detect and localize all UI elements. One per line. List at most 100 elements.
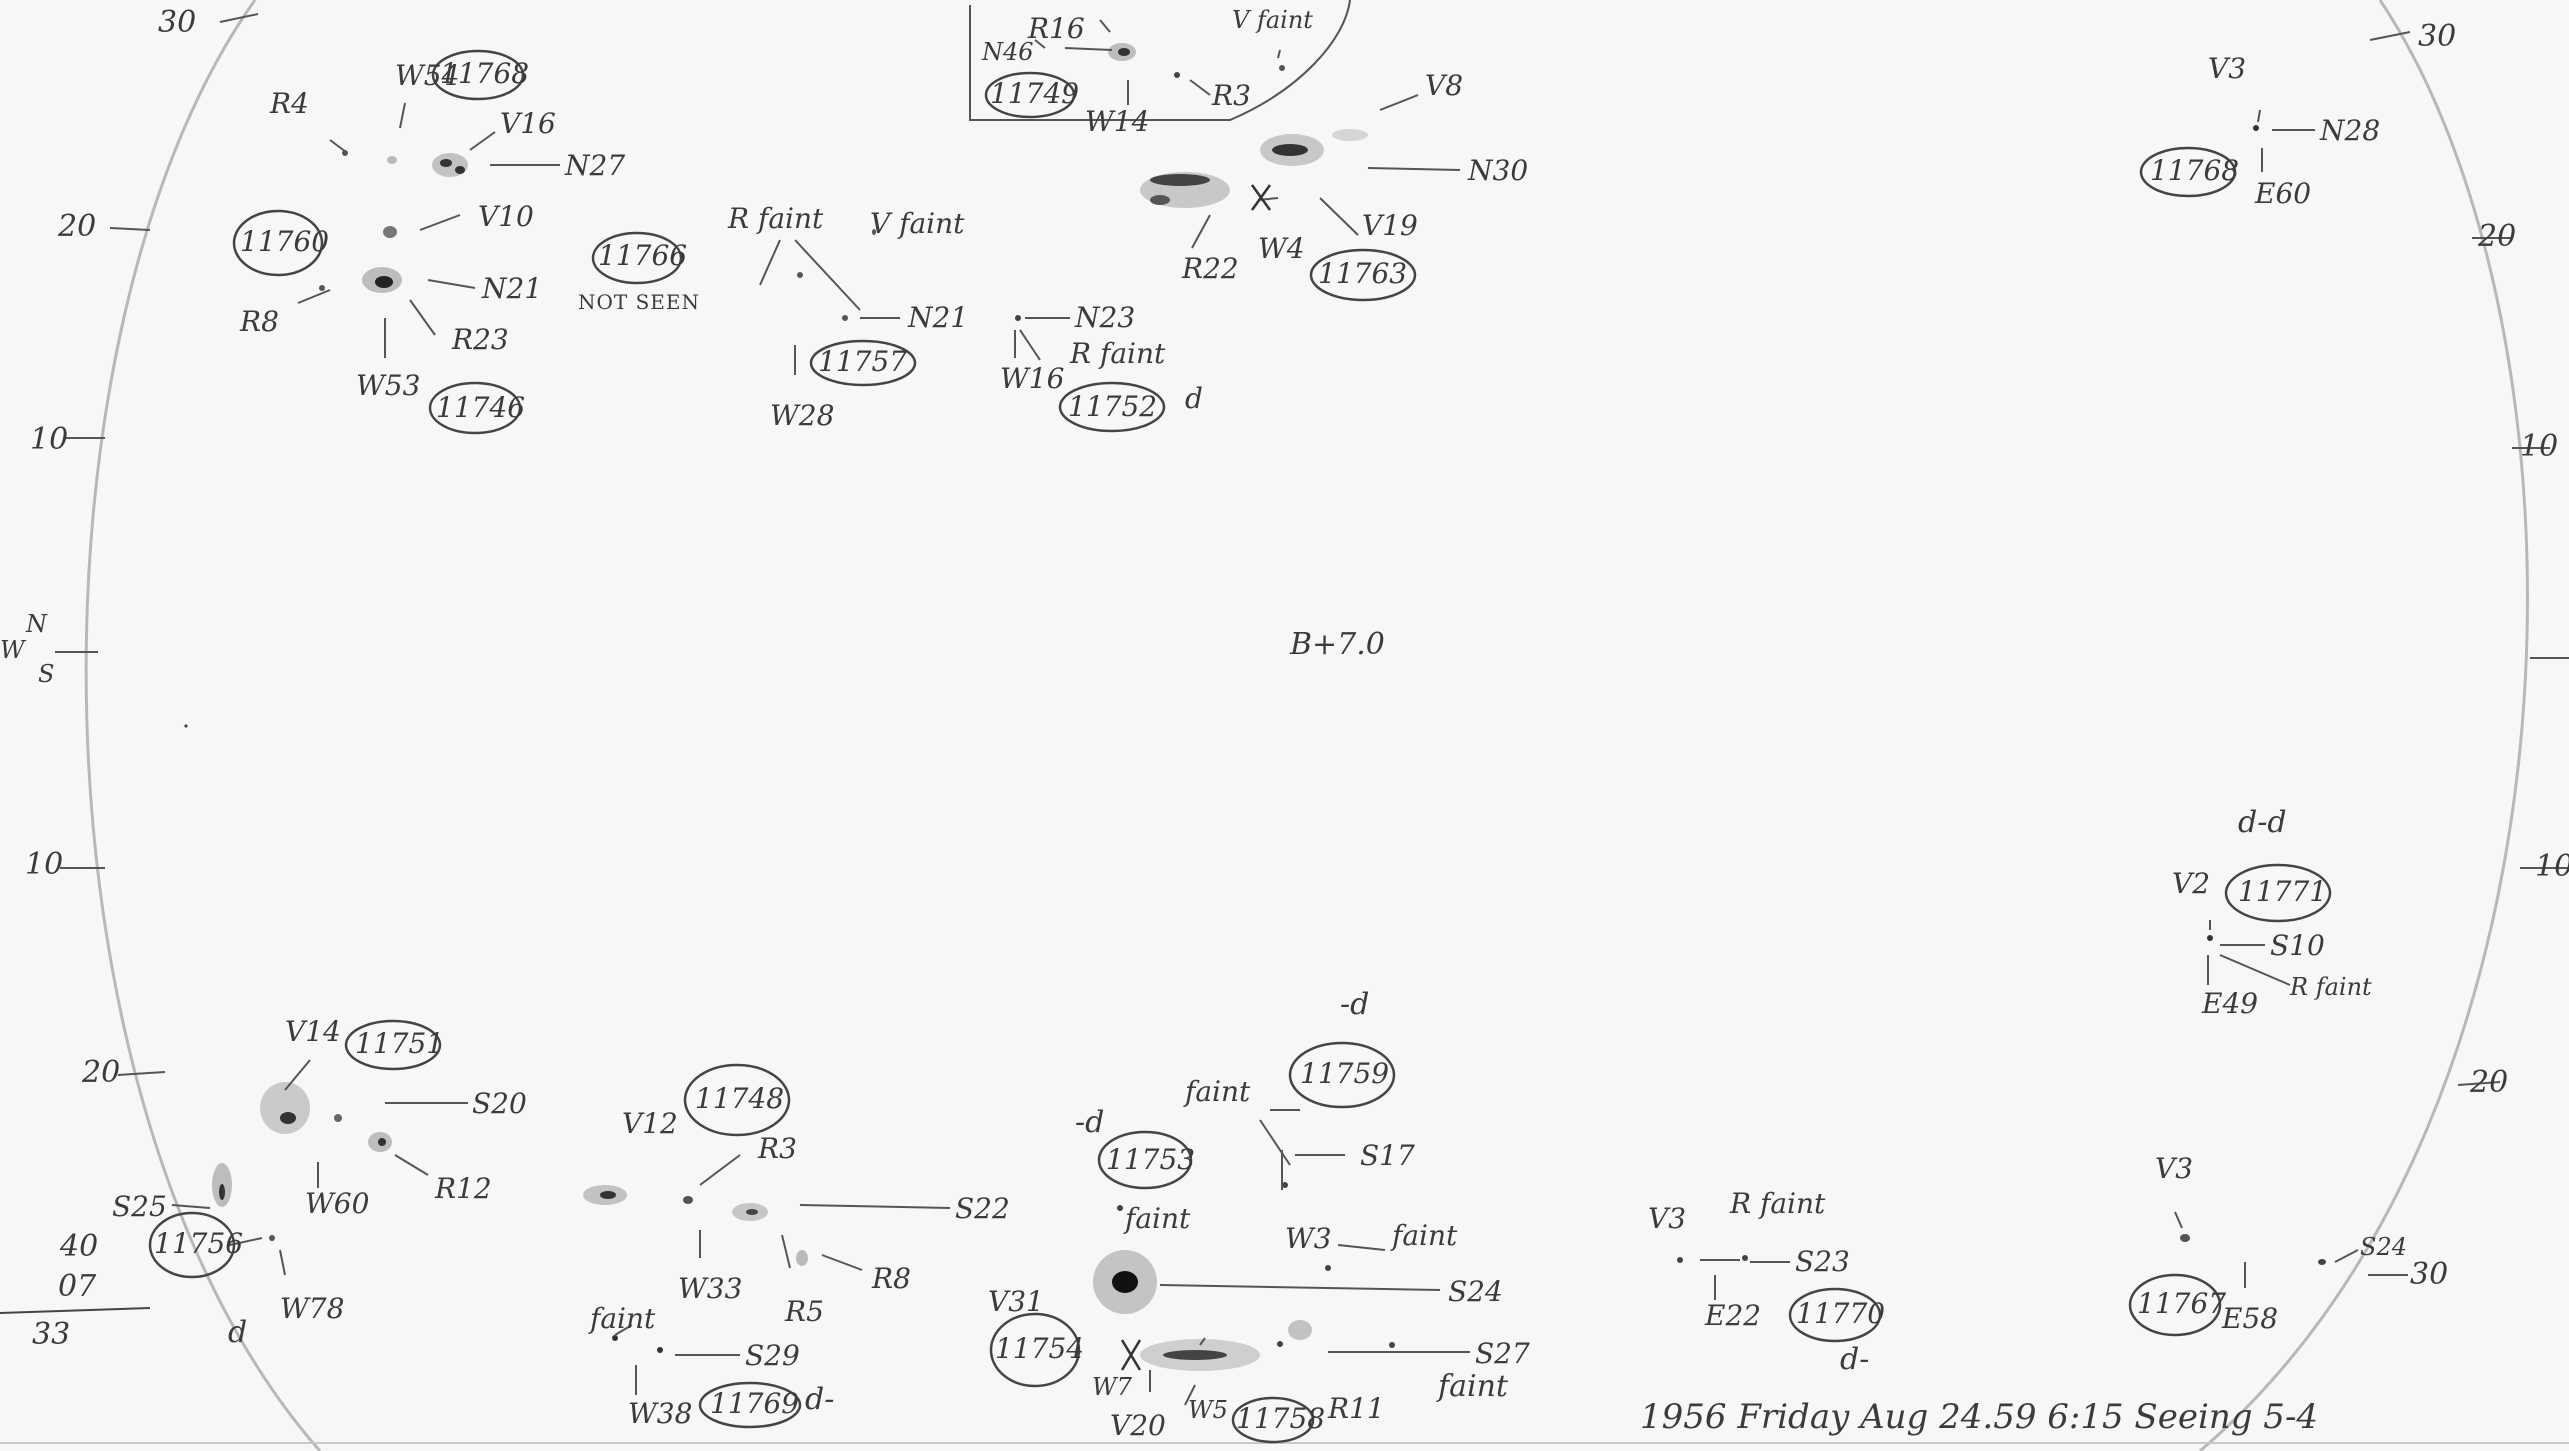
group-11769-label-d-minus: d- bbox=[805, 1382, 835, 1417]
group-11749-label-w14: W14 bbox=[1085, 105, 1150, 138]
group-11748-label-r5: R5 bbox=[785, 1295, 824, 1328]
group-11756-label-w78: W78 bbox=[280, 1292, 345, 1325]
tick-s20-right: 20 bbox=[2470, 1065, 2509, 1100]
group-11759-label-s17: S17 bbox=[1360, 1139, 1415, 1172]
sunspots bbox=[212, 43, 2326, 1371]
group-number-11763: 11763 bbox=[1318, 257, 1408, 290]
group-11771-label-d-d: d-d bbox=[2238, 805, 2287, 840]
solar-limb-left bbox=[84, 0, 322, 1451]
group-11763-label-n30: N30 bbox=[1468, 154, 1529, 187]
group-11760-label-v10: V10 bbox=[478, 200, 534, 233]
group-11768-east-label-v3: V3 bbox=[2208, 52, 2247, 85]
group-11763-label-r22: R22 bbox=[1182, 252, 1239, 285]
tick-n10-right: 10 bbox=[2520, 429, 2559, 464]
group-11770-label-s23: S23 bbox=[1795, 1245, 1850, 1278]
tick-n20-right: 20 bbox=[2478, 219, 2517, 254]
group-11748-label-r8: R8 bbox=[872, 1262, 911, 1295]
leader-lines bbox=[171, 19, 2359, 1406]
group-11763-label-v19: V19 bbox=[1362, 209, 1418, 242]
tick-s20-left: 20 bbox=[82, 1055, 121, 1090]
group-11763-label-v8: V8 bbox=[1425, 69, 1464, 102]
group-11757-label-v-faint: V faint bbox=[870, 207, 965, 240]
group-11758-label-faint: faint bbox=[1438, 1369, 1508, 1404]
group-number-11756: 11756 bbox=[154, 1227, 244, 1260]
group-11771-label-e49: E49 bbox=[2202, 987, 2259, 1020]
tick-n30-right: 30 bbox=[2418, 19, 2457, 54]
group-11767-label-s24: S24 bbox=[2360, 1233, 2407, 1261]
group-11748-label-s22: S22 bbox=[955, 1192, 1010, 1225]
limb-ticks bbox=[55, 13, 2569, 1276]
group-11770-label-v3: V3 bbox=[1648, 1202, 1687, 1235]
group-11757-label-w28: W28 bbox=[770, 399, 835, 432]
group-11768-label-w54: W54 bbox=[395, 59, 460, 92]
group-11751-label-r12: R12 bbox=[435, 1172, 492, 1205]
group-11771-label-r-faint: R faint bbox=[2290, 973, 2372, 1001]
group-number-11751: 11751 bbox=[355, 1027, 445, 1060]
group-11754-label-v31: V31 bbox=[988, 1285, 1044, 1318]
group-11752-label-d: d bbox=[1185, 382, 1203, 415]
group-11748-label-r3: R3 bbox=[758, 1132, 797, 1165]
group-11751-label-s20: S20 bbox=[472, 1087, 527, 1120]
group-11758-label-r11: R11 bbox=[1328, 1392, 1385, 1425]
group-11753-label-d: -d bbox=[1075, 1105, 1105, 1140]
group-11748-label-w33: W33 bbox=[678, 1272, 743, 1305]
group-number-11759: 11759 bbox=[1300, 1057, 1390, 1090]
group-11758-label-s27: S27 bbox=[1475, 1337, 1530, 1370]
group-11767-label-e58: E58 bbox=[2222, 1302, 2279, 1335]
group-ovals bbox=[148, 49, 2332, 1444]
group-number-11771: 11771 bbox=[2238, 875, 2328, 908]
group-11758-label-v20: V20 bbox=[1110, 1409, 1166, 1442]
tick-n20-left: 20 bbox=[58, 209, 97, 244]
group-11768-east-label-n28: N28 bbox=[2320, 114, 2381, 147]
group-11749-label-r3: R3 bbox=[1212, 79, 1251, 112]
group-number-11769: 11769 bbox=[710, 1387, 800, 1420]
group-11746-label-r23: R23 bbox=[452, 323, 509, 356]
group-11759-label-d: -d bbox=[1340, 987, 1370, 1022]
group-number-11770: 11770 bbox=[1796, 1297, 1886, 1330]
tick-s30-right: 30 bbox=[2410, 1257, 2449, 1292]
group-11770-label-e22: E22 bbox=[1705, 1299, 1762, 1332]
group-11749-label-v-faint: V faint bbox=[1232, 6, 1313, 34]
cross-marks bbox=[1120, 184, 1272, 1371]
group-11749-label-r16: R16 bbox=[1028, 12, 1085, 45]
group-number-11752: 11752 bbox=[1068, 390, 1158, 423]
tick-s10-right: 10 bbox=[2535, 849, 2569, 884]
group-number-11749: 11749 bbox=[990, 77, 1080, 110]
center-dot bbox=[183, 723, 189, 729]
corner-note-2: 07 bbox=[58, 1269, 97, 1304]
group-number-11768-east: 11768 bbox=[2150, 154, 2240, 187]
tick-s10-left: 10 bbox=[25, 847, 64, 882]
group-11757-label-r-faint: R faint bbox=[728, 202, 824, 235]
group-11766-not-seen: NOT SEEN bbox=[578, 290, 700, 314]
group-11752-label-r-faint: R faint bbox=[1070, 337, 1166, 370]
equator-north: N bbox=[26, 610, 47, 638]
group-number-11746: 11746 bbox=[436, 391, 526, 424]
group-11756-label-d: d bbox=[228, 1315, 248, 1350]
group-11752-label-w16: W16 bbox=[1000, 362, 1065, 395]
group-11769-label-faint: faint bbox=[590, 1302, 656, 1335]
group-11746-label-w53: W53 bbox=[356, 369, 421, 402]
group-11768-label-v16: V16 bbox=[500, 107, 556, 140]
group-11758-label-w7: W7 bbox=[1092, 1373, 1132, 1401]
group-11751-label-v14: V14 bbox=[285, 1015, 341, 1048]
solar-limb-right bbox=[2199, 0, 2529, 1451]
group-11757-label-n21: N21 bbox=[908, 301, 969, 334]
group-number-11757: 11757 bbox=[818, 345, 908, 378]
spot-11751 bbox=[260, 1082, 310, 1134]
tick-n30-left: 30 bbox=[158, 5, 197, 40]
group-11756-label-s25: S25 bbox=[112, 1190, 167, 1223]
group-11759-label-w3: W3 bbox=[1285, 1222, 1332, 1255]
group-11753-label-faint: faint bbox=[1125, 1202, 1191, 1235]
group-11748-label-v12: V12 bbox=[622, 1107, 678, 1140]
group-11769-label-w38: W38 bbox=[628, 1397, 693, 1430]
corner-sum-rule bbox=[0, 1307, 151, 1314]
equator-south: S bbox=[38, 660, 55, 688]
spot-11760 bbox=[383, 226, 397, 238]
group-11770-label-d-minus: d- bbox=[1840, 1342, 1870, 1377]
group-11767-label-v3: V3 bbox=[2155, 1152, 2194, 1185]
group-number-11767: 11767 bbox=[2137, 1287, 2227, 1320]
group-11759-label-faint-2: faint bbox=[1392, 1219, 1458, 1252]
group-11768-label-n27: N27 bbox=[565, 149, 626, 182]
group-number-11768-north: 11768 bbox=[440, 57, 530, 90]
